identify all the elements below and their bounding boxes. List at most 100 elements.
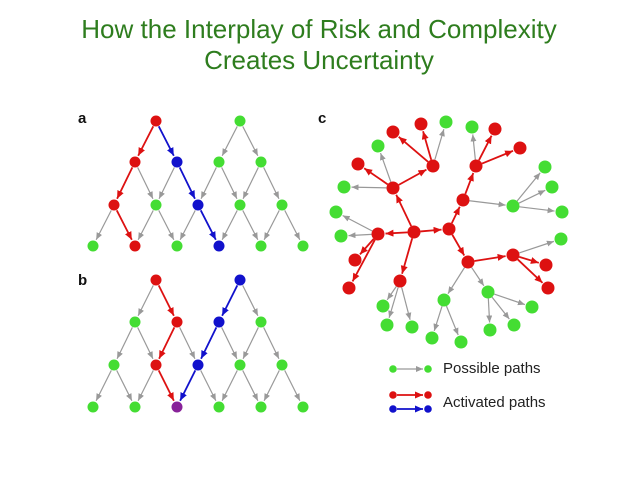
panel-a-node — [129, 240, 141, 252]
panel-b-edge — [158, 326, 176, 360]
panel-b-edge — [157, 284, 175, 317]
panel-a-node — [150, 115, 162, 127]
panel-a-edge — [199, 209, 217, 241]
panel-b-edge — [200, 370, 217, 402]
panel-c-edge — [359, 238, 375, 255]
panel-c-node — [371, 227, 385, 241]
panel-c-edge — [491, 296, 510, 320]
panel-c-edge — [398, 168, 427, 186]
panel-b-node — [129, 401, 141, 413]
panel-a-edge — [263, 210, 280, 241]
panel-c-node — [483, 323, 497, 337]
panel-b-node — [129, 316, 141, 328]
panel-c-edge — [493, 293, 526, 306]
panel-a-node — [255, 156, 267, 168]
page-title: How the Interplay of Risk and Complexity… — [0, 14, 638, 76]
panel-c-edge — [474, 253, 506, 262]
panel-a-edge — [157, 125, 175, 157]
panel-c-node — [371, 139, 385, 153]
panel-b-edge — [263, 370, 280, 402]
panel-c-node — [405, 320, 419, 334]
panel-c-node — [348, 253, 362, 267]
panel-a-edge — [221, 167, 238, 199]
panel-a-edge — [221, 126, 238, 157]
panel-c-edge — [445, 305, 459, 336]
panel-a-edge — [242, 126, 259, 157]
legend-possible-end-dot — [424, 365, 432, 373]
panel-c-edge — [388, 287, 399, 318]
panel-c-edge — [447, 267, 466, 294]
panel-c-node — [506, 199, 520, 213]
panel-c-node — [376, 299, 390, 313]
panel-b-edge — [157, 369, 175, 402]
panel-c-node — [539, 258, 553, 272]
panel-c-node — [329, 205, 343, 219]
panel-c-node — [386, 181, 400, 195]
panel-b-edge — [221, 327, 238, 359]
panel-c-node — [555, 205, 569, 219]
edges-layer — [95, 125, 555, 402]
panel-c-edge — [517, 258, 544, 284]
panel-c-edge — [386, 286, 397, 301]
panel-b-edge — [200, 326, 218, 360]
panel-c-node — [461, 255, 475, 269]
panel-c-edge — [519, 206, 555, 214]
panel-c-node — [334, 229, 348, 243]
panel-b-edge — [221, 284, 239, 317]
panel-a-edge — [115, 209, 133, 241]
title-line-2: Creates Uncertainty — [204, 45, 434, 75]
legend-activated-red-end-dot — [424, 391, 432, 399]
panel-c-node — [380, 318, 394, 332]
panel-c-node — [407, 225, 421, 239]
panel-b-node — [255, 316, 267, 328]
panel-c-edge — [398, 136, 429, 163]
panel-a-edge — [95, 210, 112, 241]
panel-c-edge — [401, 287, 412, 320]
panel-c-edge — [486, 298, 493, 323]
panel-a-edge — [179, 210, 196, 241]
panel-b-node — [234, 359, 246, 371]
panel-a-node — [171, 240, 183, 252]
panel-b-edge — [242, 327, 259, 359]
panel-b-edge — [116, 327, 133, 359]
panel-c-edge — [351, 184, 387, 191]
panel-c-edge — [469, 200, 506, 208]
panel-b-node — [213, 401, 225, 413]
panel-b-node — [108, 359, 120, 371]
legend-possible-label: Possible paths — [443, 360, 541, 377]
panel-b-node — [297, 401, 309, 413]
panel-b-edge — [137, 327, 154, 359]
title-line-1: How the Interplay of Risk and Complexity — [81, 14, 557, 44]
panel-c-node — [481, 285, 495, 299]
panel-c-edge — [363, 167, 389, 186]
panel-c-node — [386, 125, 400, 139]
panel-label-a: a — [78, 110, 87, 127]
panel-c-node — [414, 117, 428, 131]
panel-c-node — [541, 281, 555, 295]
panel-c-node — [525, 300, 539, 314]
panel-c-node — [439, 115, 453, 129]
panel-a-node — [255, 240, 267, 252]
panel-c-edge — [420, 226, 442, 234]
panel-c-node — [342, 281, 356, 295]
panel-b-edge — [242, 285, 259, 317]
panel-b-edge — [242, 370, 259, 402]
panel-a-node — [108, 199, 120, 211]
panel-a-edge — [242, 210, 259, 241]
panel-c-edge — [395, 194, 413, 227]
panel-c-node — [545, 180, 559, 194]
panel-c-edge — [342, 214, 373, 232]
panel-a-node — [192, 199, 204, 211]
panel-c-edge — [348, 232, 372, 239]
panel-a-node — [234, 199, 246, 211]
panel-c-node — [469, 159, 483, 173]
panel-c-edge — [379, 152, 392, 183]
panel-c-edge — [471, 267, 485, 287]
panel-b-edge — [263, 327, 280, 359]
panel-a-node — [234, 115, 246, 127]
panel-b-edge — [137, 370, 154, 402]
panel-b-edge — [284, 370, 301, 402]
panel-c-node — [506, 248, 520, 262]
panel-c-node — [393, 274, 407, 288]
